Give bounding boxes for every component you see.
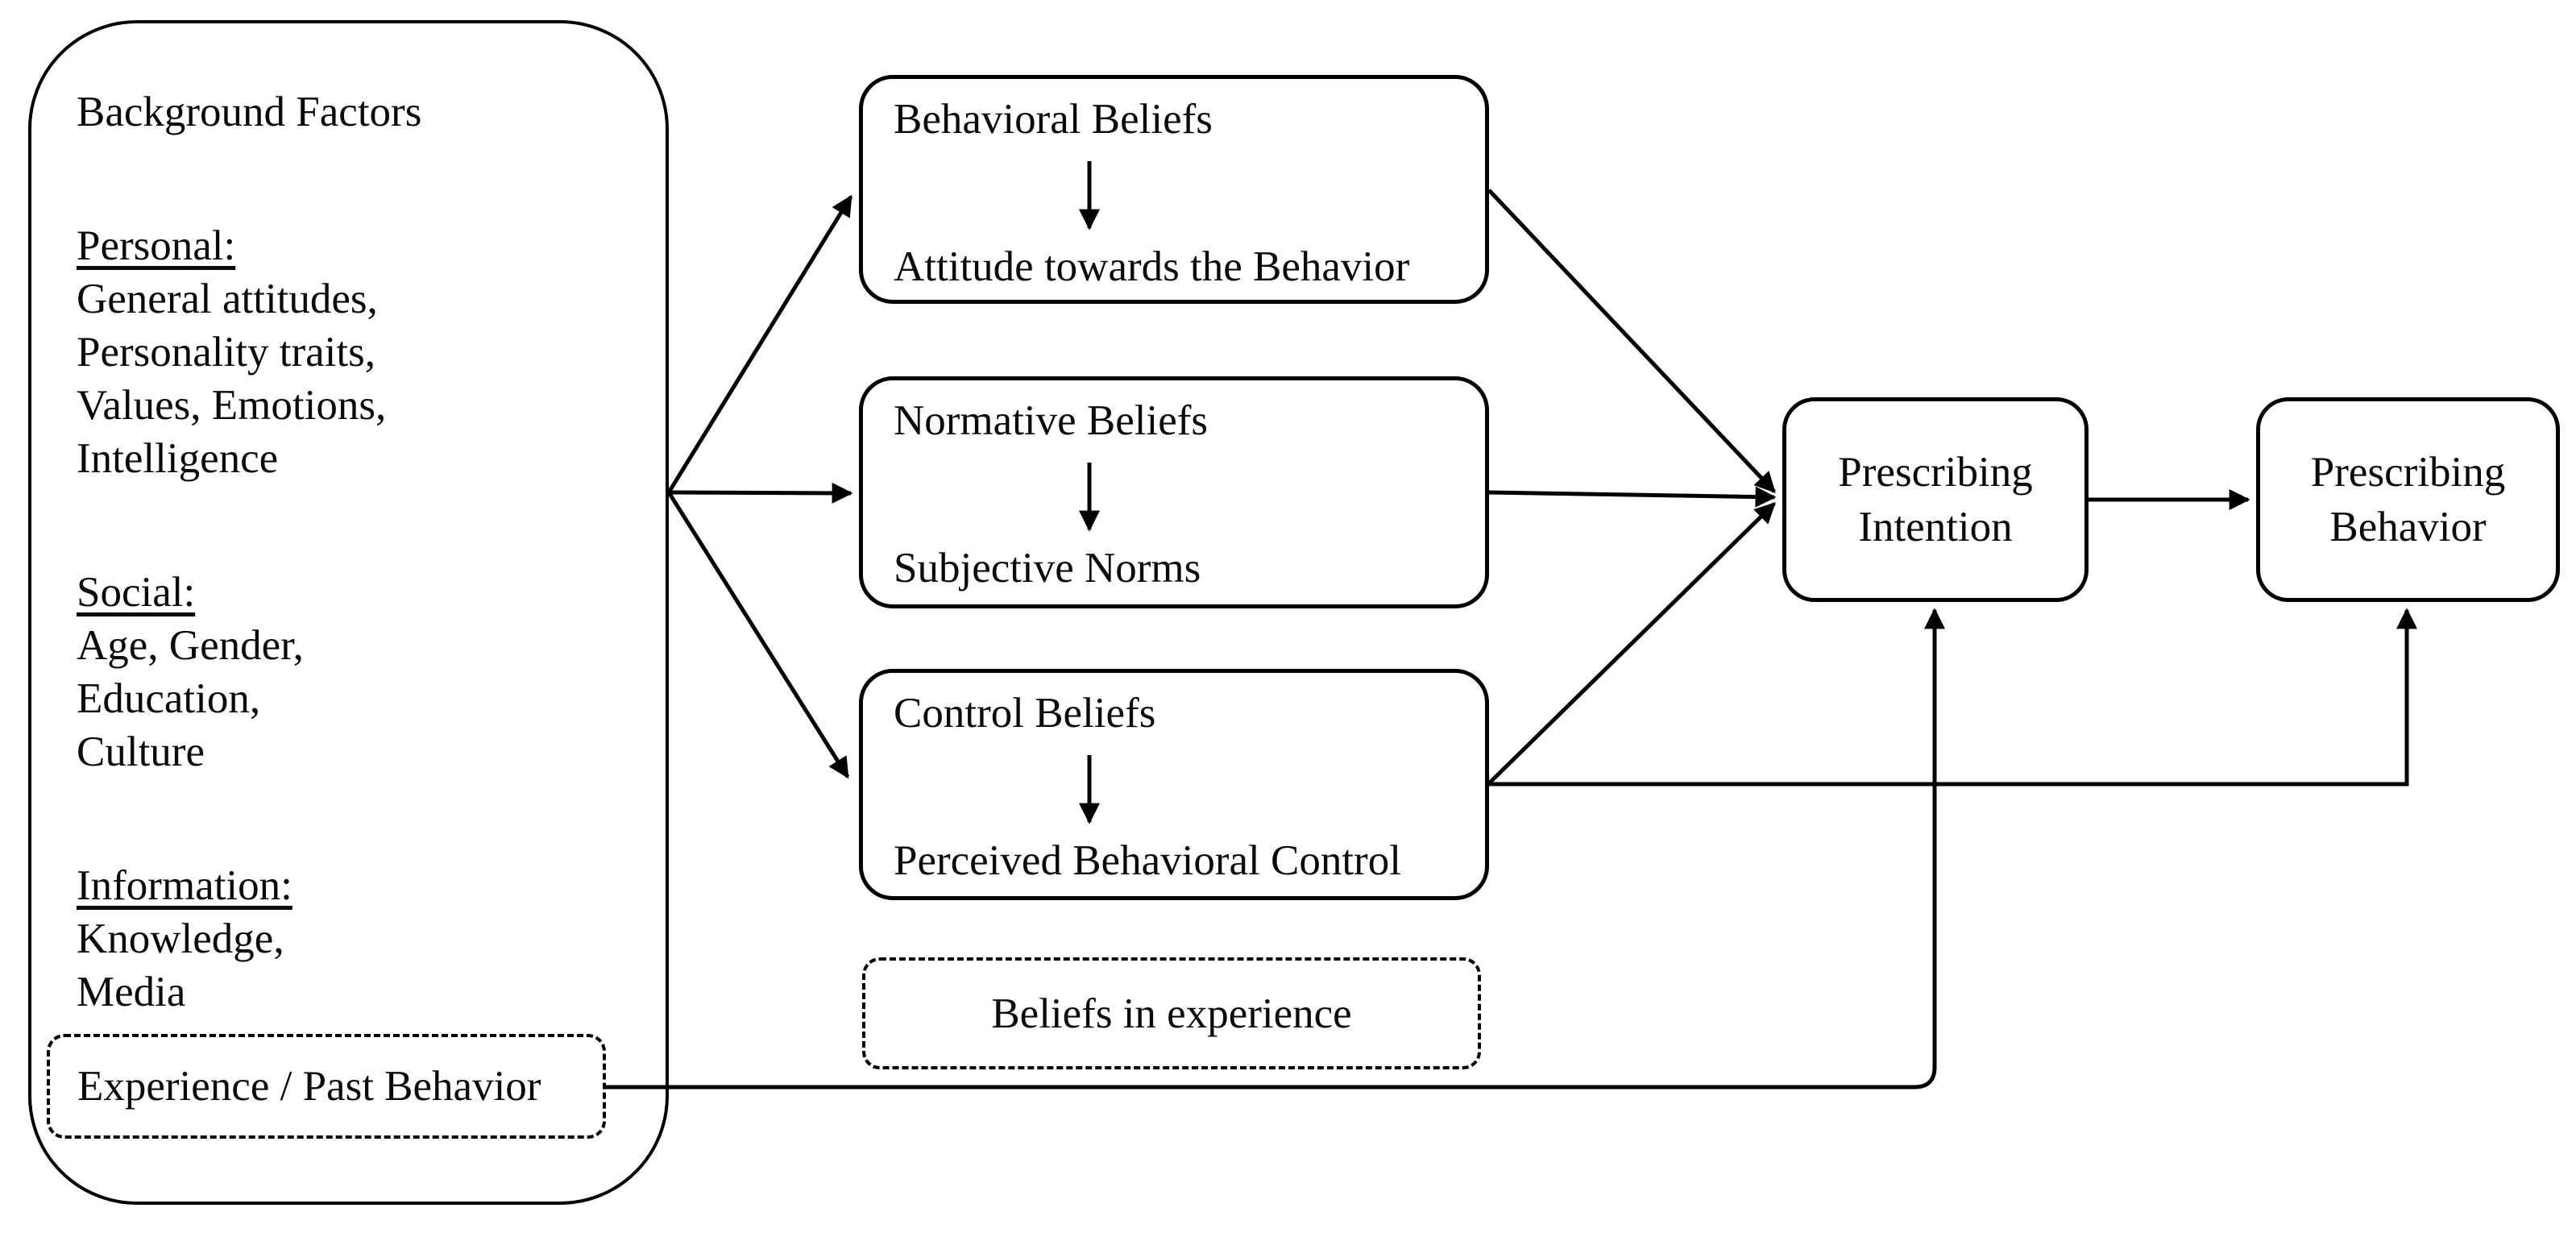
prescribing-intention-box: Prescribing Intention [1782,397,2089,602]
section-heading-personal: Personal: [77,222,236,269]
normative-beliefs-box: Normative Beliefs Subjective Norms [859,376,1489,608]
prescribing-behavior-label-line2: Behavior [2329,504,2487,550]
beliefs-in-experience-label: Beliefs in experience [991,990,1352,1037]
background-factor-line: General attitudes, [77,276,378,322]
arrow-pbc-to-behavior [1489,608,2417,787]
section-social: Social: Age, Gender, Education, Culture [77,566,624,778]
behavioral-beliefs-box: Behavioral Beliefs Attitude towards the … [859,75,1489,304]
arrow-background-to-behavioral-beliefs [666,194,853,494]
background-factors-title: Background Factors [77,89,422,135]
prescribing-behavior-label-line1: Prescribing [2310,449,2506,496]
arrow-background-to-control-beliefs [666,491,850,779]
background-factor-line: Education, [77,675,261,722]
prescribing-intention-label-line1: Prescribing [1838,449,2033,496]
section-heading-information: Information: [77,862,292,909]
background-factor-line: Media [77,969,186,1015]
section-heading-social: Social: [77,569,196,616]
background-factor-line: Knowledge, [77,915,284,962]
arrow-background-to-normative-beliefs [668,482,853,504]
background-factor-line: Age, Gender, [77,622,304,669]
control-beliefs-box: Control Beliefs Perceived Behavioral Con… [859,669,1489,900]
experience-past-behavior-box: Experience / Past Behavior [47,1034,606,1139]
prescribing-behavior-box: Prescribing Behavior [2256,397,2560,602]
background-factor-line: Personality traits, [77,329,375,376]
background-factors-box [28,20,669,1205]
perceived-behavioral-control-label: Perceived Behavioral Control [894,837,1401,884]
prescribing-intention-label-line2: Intention [1858,504,2013,550]
arrow-subjective-norms-to-intention [1488,486,1777,508]
normative-beliefs-label: Normative Beliefs [894,397,1209,444]
behavioral-beliefs-label: Behavioral Beliefs [894,96,1213,143]
arrow-attitude-to-intention [1487,189,1776,493]
section-personal: Personal: General attitudes, Personality… [77,219,624,485]
background-factor-line: Values, Emotions, [77,382,387,429]
experience-past-behavior-label: Experience / Past Behavior [77,1063,541,1110]
section-information: Information: Knowledge, Media [77,859,624,1019]
background-factor-line: Intelligence [77,435,279,482]
background-factors-text: Background Factors Personal: General att… [77,85,624,1019]
background-factor-line: Culture [77,729,205,775]
control-beliefs-label: Control Beliefs [894,690,1156,737]
arrow-pbc-to-intention [1487,502,1776,785]
beliefs-in-experience-box: Beliefs in experience [862,957,1481,1069]
attitude-towards-behavior-label: Attitude towards the Behavior [894,243,1410,290]
subjective-norms-label: Subjective Norms [894,545,1201,592]
